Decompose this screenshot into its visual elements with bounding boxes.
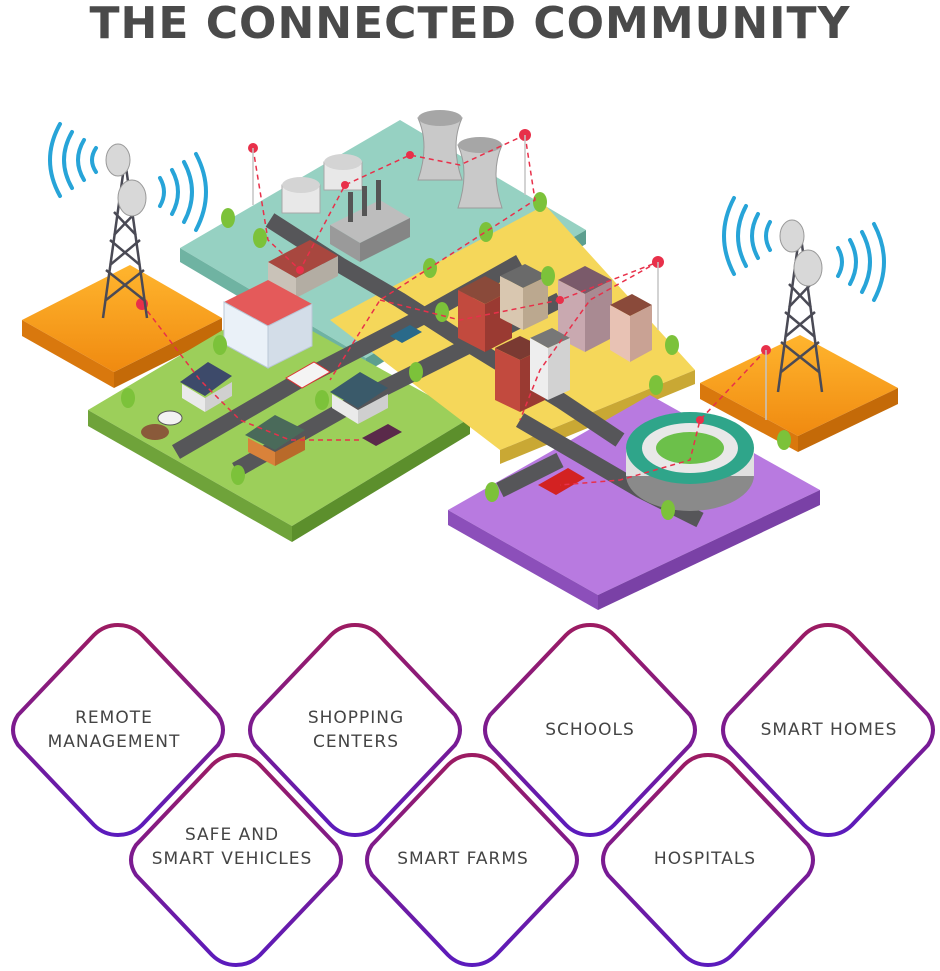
diamond-shopping-centers bbox=[248, 623, 462, 837]
trees bbox=[121, 192, 791, 520]
diamond-smart-homes bbox=[721, 623, 935, 837]
diamond-safe-smart-vehicles bbox=[129, 753, 343, 967]
cows bbox=[141, 410, 183, 440]
stadium bbox=[626, 412, 754, 511]
label-smart-farms: SMART FARMS bbox=[397, 849, 529, 869]
diamond-smart-farms bbox=[365, 753, 579, 967]
label-shopping-centers: SHOPPING CENTERS bbox=[307, 708, 405, 752]
left-tower-pad bbox=[22, 265, 222, 388]
network-lines bbox=[141, 134, 767, 486]
factory bbox=[330, 180, 410, 262]
label-hospitals: HOSPITALS bbox=[653, 849, 757, 869]
storage-tanks bbox=[281, 154, 363, 214]
left-tower-dishes bbox=[105, 143, 147, 217]
connected-city-illustration bbox=[22, 110, 898, 610]
downtown-buildings bbox=[458, 264, 652, 412]
node-stems bbox=[252, 135, 767, 420]
label-safe-smart-vehicles: SAFE AND SMART VEHICLES bbox=[151, 825, 313, 869]
farm-zone bbox=[88, 305, 470, 542]
page-title: THE CONNECTED COMMUNITY bbox=[89, 0, 851, 49]
label-smart-homes: SMART HOMES bbox=[760, 720, 898, 740]
cooling-towers bbox=[417, 110, 503, 209]
wifi-signal-icon bbox=[722, 196, 886, 302]
wifi-signal-icon bbox=[48, 122, 208, 232]
houses bbox=[180, 362, 388, 466]
right-tower-pad bbox=[700, 335, 898, 452]
diamond-schools bbox=[483, 623, 697, 837]
diamond-hospitals bbox=[601, 753, 815, 967]
hospital-building bbox=[223, 280, 313, 369]
warehouse bbox=[268, 240, 338, 298]
vehicles bbox=[285, 325, 585, 495]
label-schools: SCHOOLS bbox=[545, 720, 635, 740]
right-tower-dishes bbox=[779, 219, 823, 287]
label-remote-management: REMOTE MANAGEMENT bbox=[47, 708, 181, 752]
diamond-remote-management bbox=[11, 623, 225, 837]
